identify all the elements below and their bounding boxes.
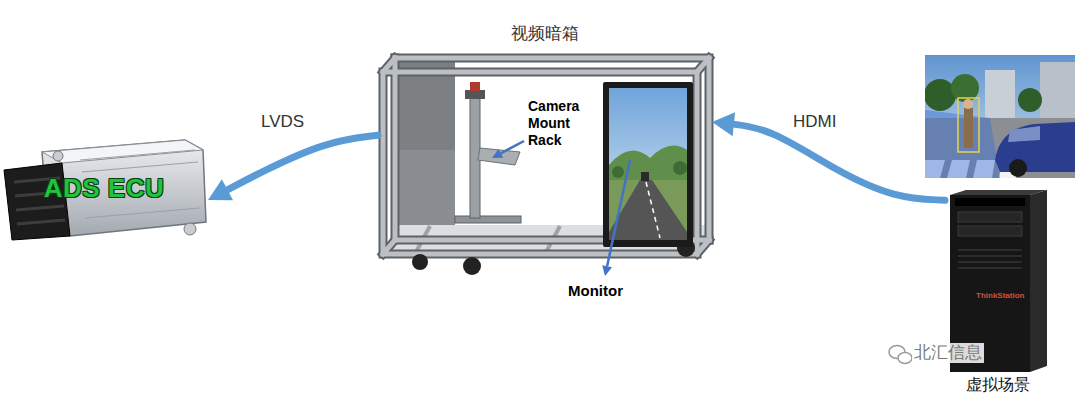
camera-mount-rack (455, 216, 521, 223)
ecu-illustration (184, 223, 196, 235)
workstation (950, 190, 1047, 195)
node-label: ADS ECU (44, 173, 165, 204)
workstation (1030, 190, 1047, 372)
leader-line (492, 141, 630, 276)
scene-picture (925, 55, 1075, 178)
monitor (609, 180, 687, 240)
scene-picture (925, 55, 1075, 178)
camera-mount-rack (465, 90, 485, 99)
wechat-icon (898, 353, 912, 364)
dark-box-frame (383, 58, 709, 275)
node-label: 虚拟场景 (966, 375, 1030, 395)
brand-logo: ThinkStation (976, 292, 1024, 301)
scene-picture (1018, 88, 1042, 112)
leader-line (492, 149, 503, 158)
scene-picture (1040, 62, 1075, 122)
part-label: Camera Mount Rack (528, 98, 594, 148)
ecu-illustration (4, 140, 206, 240)
dark-box-frame (463, 257, 481, 275)
workstation (958, 226, 1022, 236)
ecu-box: ADS ECU (0, 138, 208, 238)
connector-group (712, 112, 945, 200)
arrow-head (208, 179, 233, 200)
scene-picture (995, 122, 1075, 172)
scene-picture (985, 70, 1015, 120)
camera-mount-rack (478, 148, 520, 165)
monitor (609, 88, 687, 240)
dark-box-frame (395, 62, 455, 232)
monitor (609, 180, 687, 240)
scene-picture (925, 79, 956, 111)
ecu-illustration (53, 151, 63, 161)
workstation (958, 212, 1022, 222)
wechat-icon (889, 346, 912, 364)
monitor (609, 146, 687, 186)
scene-picture (925, 110, 1000, 178)
dark-box-frame (395, 150, 455, 232)
camera-mount-rack (455, 82, 521, 223)
dark-box-frame (383, 58, 709, 254)
workstation (955, 198, 1025, 206)
dark-box-frame (383, 58, 709, 254)
dark-box-frame (412, 254, 428, 270)
scene-picture (1008, 126, 1040, 142)
dark-box-frame (383, 58, 709, 254)
leader-line (602, 265, 612, 276)
dark-box-frame (383, 72, 697, 254)
curved-arrow (728, 124, 945, 201)
curved-arrow (222, 135, 378, 192)
watermark: 北汇信息 (912, 343, 984, 363)
monitor (646, 182, 660, 238)
video-dark-box: 视频暗箱 (378, 56, 712, 276)
leader-line (607, 160, 630, 266)
scene-picture (963, 99, 973, 109)
workstation (958, 250, 1022, 268)
monitor (612, 166, 624, 178)
scene-picture (964, 108, 973, 148)
edge-label: HDMI (790, 112, 839, 132)
dark-box-frame (383, 58, 709, 254)
monitor (641, 172, 649, 181)
scene-picture (1009, 159, 1027, 177)
connector-group (208, 135, 378, 200)
arrow-head (712, 112, 735, 136)
leader-line (501, 141, 524, 153)
part-label: Monitor (568, 282, 623, 300)
camera-mount-rack (470, 82, 480, 91)
edge-label: LVDS (258, 112, 307, 132)
scene-picture (958, 98, 979, 152)
node-label: 视频暗箱 (378, 22, 712, 45)
dark-box-frame (383, 72, 697, 254)
monitor (673, 161, 687, 175)
